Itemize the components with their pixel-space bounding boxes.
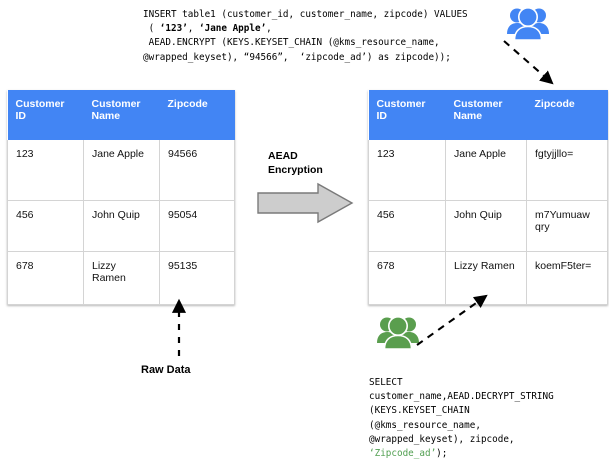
encrypted-data-table: Customer ID Customer Name Zipcode 123 Ja… — [368, 90, 608, 305]
table-header-row: Customer ID Customer Name Zipcode — [368, 90, 608, 140]
column-header-customer-id: Customer ID — [368, 90, 446, 140]
insert-query-code: INSERT table1 (customer_id, customer_nam… — [143, 8, 468, 65]
table-row: 456 John Quip m7Yumuaw qry — [368, 200, 608, 252]
column-header-customer-id: Customer ID — [7, 90, 84, 140]
insert-line-1: INSERT table1 (customer_id, customer_nam… — [143, 9, 468, 20]
select-line-5: @wrapped_keyset), zipcode, — [369, 433, 515, 445]
column-header-zipcode: Zipcode — [526, 90, 608, 140]
raw-data-label: Raw Data — [141, 364, 191, 376]
insert-line-2-mid: , — [187, 23, 199, 35]
cell-customer-name: John Quip — [445, 200, 527, 252]
cell-customer-name: Lizzy Ramen — [445, 251, 527, 305]
table-row: 678 Lizzy Ramen koemF5ter= — [368, 251, 608, 305]
table-row: 678 Lizzy Ramen 95135 — [7, 251, 235, 305]
column-header-zipcode: Zipcode — [159, 90, 235, 140]
right-block-arrow-icon — [256, 182, 354, 224]
insert-value-customer-id: ‘123’ — [159, 23, 188, 35]
raw-data-table: Customer ID Customer Name Zipcode 123 Ja… — [7, 90, 235, 305]
users-group-icon-blue — [506, 4, 550, 44]
table-row: 123 Jane Apple 94566 — [7, 140, 235, 201]
cell-customer-id: 456 — [368, 200, 446, 252]
cell-zipcode: 94566 — [159, 140, 235, 201]
cell-customer-id: 456 — [7, 200, 84, 252]
table-row: 456 John Quip 95054 — [7, 200, 235, 252]
cell-zipcode-encrypted: koemF5ter= — [526, 251, 608, 305]
select-line-2: customer_name,AEAD.DECRYPT_STRING — [369, 391, 554, 403]
select-line-3: (KEYS.KEYSET_CHAIN — [369, 405, 470, 417]
insert-flow-arrow — [468, 38, 578, 93]
cell-customer-id: 678 — [368, 251, 446, 305]
select-line-6-suffix: ); — [436, 448, 448, 460]
raw-data-up-arrow — [168, 296, 190, 358]
select-zipcode-ad-literal: ‘Zipcode_ad’ — [369, 448, 437, 460]
cell-customer-name: Jane Apple — [83, 140, 160, 201]
insert-line-4: @wrapped_keyset), “94566”, ‘zipcode_ad’)… — [143, 51, 451, 63]
cell-customer-name: Jane Apple — [445, 140, 527, 201]
cell-customer-name: John Quip — [83, 200, 160, 252]
cell-zipcode-encrypted: fgtyjjllo= — [526, 140, 608, 201]
cell-zipcode: 95135 — [159, 251, 235, 305]
select-line-1: SELECT — [369, 377, 403, 388]
select-query-code: SELECT customer_name,AEAD.DECRYPT_STRING… — [369, 376, 554, 461]
insert-value-customer-name: ‘Jane Apple’ — [199, 23, 267, 35]
cell-customer-id: 678 — [7, 251, 84, 305]
table-header-row: Customer ID Customer Name Zipcode — [7, 90, 235, 140]
insert-line-2-prefix: ( — [143, 23, 160, 35]
cell-customer-id: 123 — [368, 140, 446, 201]
insert-line-2-suffix: , — [266, 23, 272, 35]
select-line-4: (@kms_resource_name, — [369, 419, 481, 431]
cell-zipcode-encrypted: m7Yumuaw qry — [526, 200, 608, 252]
cell-customer-id: 123 — [7, 140, 84, 201]
table-row: 123 Jane Apple fgtyjjllo= — [368, 140, 608, 201]
select-flow-arrow — [414, 290, 504, 348]
aead-encryption-label: AEAD Encryption — [268, 150, 323, 176]
column-header-customer-name: Customer Name — [445, 90, 527, 140]
cell-zipcode: 95054 — [159, 200, 235, 252]
cell-customer-name: Lizzy Ramen — [83, 251, 160, 305]
insert-line-3: AEAD.ENCRYPT (KEYS.KEYSET_CHAIN (@kms_re… — [143, 37, 440, 49]
users-group-icon-green — [376, 313, 420, 353]
column-header-customer-name: Customer Name — [83, 90, 160, 140]
